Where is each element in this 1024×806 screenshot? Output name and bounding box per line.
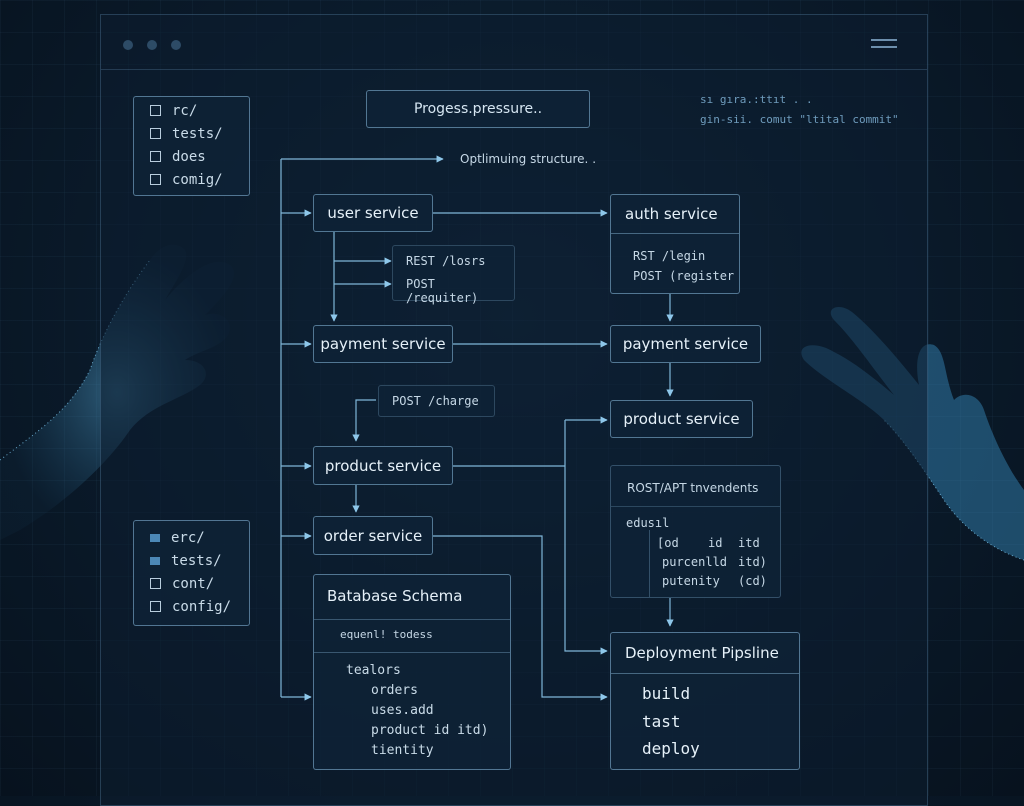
progress-header-label: Progess.pressure.. — [413, 101, 543, 117]
file-tree-item[interactable]: rc/ — [150, 99, 223, 122]
panel-cell: itd — [738, 536, 760, 550]
db-item: product id itd) — [371, 723, 489, 738]
pipeline-step[interactable]: tast — [642, 712, 681, 731]
panel-cell: [od — [657, 536, 679, 550]
auth-service-label: auth service — [625, 205, 718, 223]
menu-icon[interactable] — [871, 39, 897, 41]
terminal-line: sı gıra.:ttıt . . — [700, 93, 813, 106]
checkbox-icon[interactable] — [150, 128, 161, 139]
panel-cell: putenity — [662, 574, 720, 588]
file-tree-item[interactable]: tests/ — [150, 122, 223, 145]
panel-cell: itd) — [738, 555, 767, 569]
panel-cell: purcenlld — [662, 555, 728, 569]
checkbox-icon[interactable] — [150, 601, 161, 612]
file-tree-item[interactable]: erc/ — [150, 526, 231, 549]
terminal-output: sı gıra.:ttıt . . gin-sii. comut "ltital… — [700, 90, 899, 130]
pipeline-step[interactable]: deploy — [642, 739, 700, 758]
product-service-node-left[interactable]: product service — [313, 446, 453, 485]
window-dot[interactable] — [123, 40, 133, 50]
deployment-pipeline-panel: Deployment Pipsline build tast deploy — [610, 632, 800, 770]
endpoint-line: POST (register — [633, 269, 735, 283]
db-item: uses.add — [371, 703, 434, 718]
order-service-node[interactable]: order service — [313, 516, 433, 555]
db-item: orders — [371, 683, 418, 698]
endpoint-line: POST /requiter) — [406, 277, 479, 305]
window-titlebar — [101, 15, 927, 70]
product-service-node-right[interactable]: product service — [610, 400, 753, 438]
file-tree-item[interactable]: does — [150, 145, 223, 168]
pipeline-title: Deployment Pipsline — [625, 644, 779, 662]
product-endpoints-panel: ROST/APT tnvendents edusıl [od id itd pu… — [610, 465, 781, 598]
folder-icon — [150, 533, 160, 542]
checkbox-icon[interactable] — [150, 174, 161, 185]
folder-icon — [150, 556, 160, 565]
checkbox-icon[interactable] — [150, 578, 161, 589]
endpoint-line: REST /losrs — [406, 254, 486, 268]
payment-service-node-right[interactable]: payment service — [610, 325, 761, 363]
window-dot[interactable] — [147, 40, 157, 50]
panel-label: edusıl — [626, 516, 670, 530]
status-note: Optlimuing structure. . — [460, 152, 597, 166]
terminal-line: gin-sii. comut "ltital commit" — [700, 113, 899, 126]
progress-header: Progess.pressure.. — [366, 90, 590, 128]
db-title: Batabase Schema — [327, 587, 463, 605]
payment-service-node-left[interactable]: payment service — [313, 325, 453, 363]
file-tree-top — [133, 96, 250, 196]
menu-icon-line[interactable] — [871, 46, 897, 48]
file-tree-item[interactable]: config/ — [150, 595, 231, 618]
panel-cell: (cd) — [738, 574, 767, 588]
pipeline-step[interactable]: build — [642, 684, 691, 703]
panel-cell: id — [708, 536, 723, 550]
charge-endpoint-panel: POST /charge — [378, 385, 495, 417]
checkbox-icon[interactable] — [150, 151, 161, 162]
file-tree-item[interactable]: tests/ — [150, 549, 231, 572]
panel-title: ROST/APT tnvendents — [627, 481, 759, 495]
db-item: tientity — [371, 743, 434, 758]
file-tree-item[interactable]: cont/ — [150, 572, 231, 595]
file-tree-top-list: rc/ tests/ does comig/ — [150, 99, 223, 191]
user-service-node[interactable]: user service — [313, 194, 433, 232]
file-tree-bottom-list: erc/ tests/ cont/ config/ — [150, 526, 231, 618]
db-section: tealors — [346, 663, 401, 678]
user-endpoints-panel: REST /losrs POST /requiter) — [392, 245, 515, 305]
db-subtitle: equenl! todess — [340, 628, 433, 641]
endpoint-line: RST /legin — [633, 249, 706, 263]
auth-service-node[interactable]: auth service RST /legin POST (register — [610, 194, 740, 294]
window-dot[interactable] — [171, 40, 181, 50]
database-schema-panel: Batabase Schema equenl! todess tealors o… — [313, 574, 511, 770]
file-tree-item[interactable]: comig/ — [150, 168, 223, 191]
checkbox-icon[interactable] — [150, 105, 161, 116]
